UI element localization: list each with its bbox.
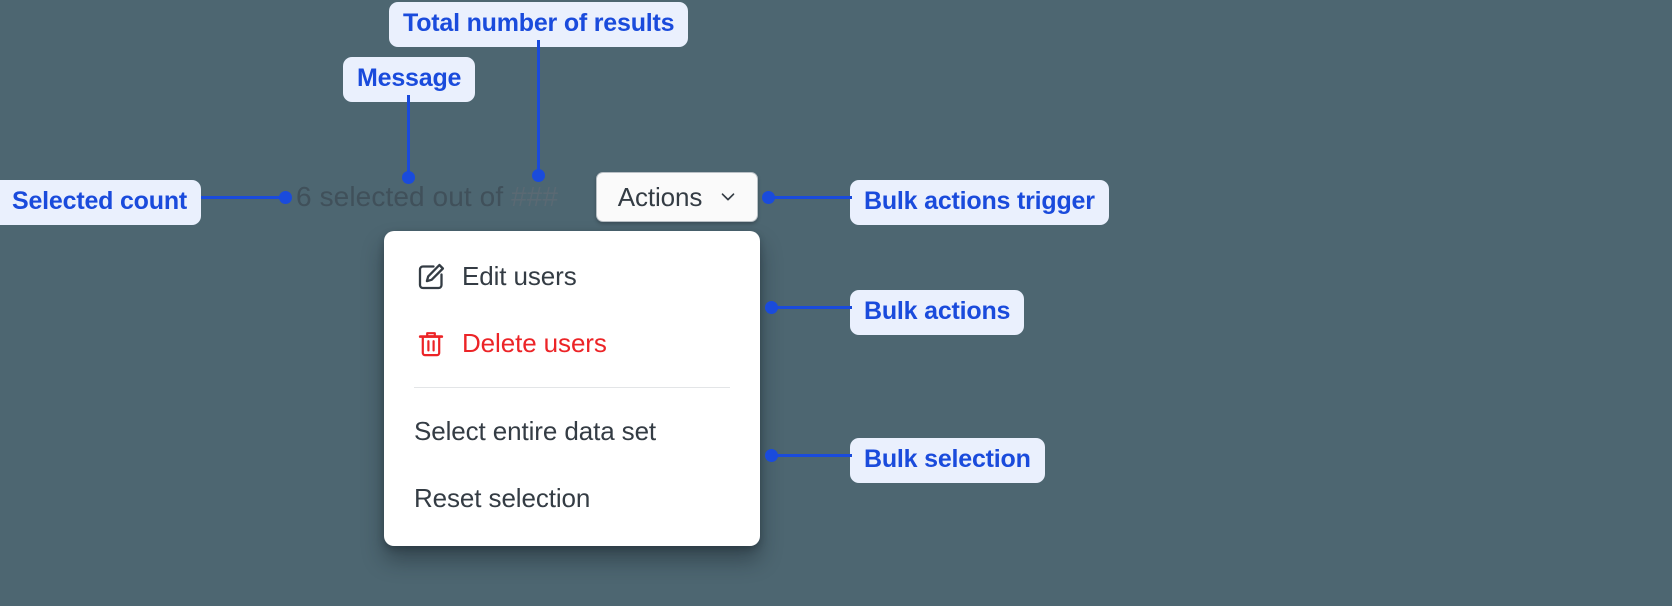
annotation-label-message: Message (343, 57, 476, 102)
menu-item-label: Delete users (462, 328, 607, 358)
menu-item-reset-selection[interactable]: Reset selection (384, 465, 760, 532)
annotation-dot-selected-count (279, 191, 292, 204)
trash-icon (414, 327, 448, 361)
total-results-value: ### (511, 181, 559, 212)
menu-item-label: Reset selection (414, 483, 591, 513)
annotation-label-bulk-selection: Bulk selection (850, 438, 1045, 483)
annotation-connector-total-results (537, 40, 540, 174)
annotation-dot-total-results (532, 169, 545, 182)
annotation-connector-bulk-selection (772, 454, 852, 457)
annotation-connector-selected-count (201, 196, 286, 199)
bulk-actions-menu: Edit users Delete users Select entire da… (384, 231, 760, 546)
bulk-actions-trigger-button[interactable]: Actions (596, 172, 758, 222)
annotation-connector-bulk-actions (772, 306, 852, 309)
menu-item-delete-users[interactable]: Delete users (384, 310, 760, 377)
annotation-label-selected-count: Selected count (0, 180, 202, 225)
annotation-dot-bulk-actions (765, 301, 778, 314)
menu-item-select-entire-data-set[interactable]: Select entire data set (384, 398, 760, 465)
edit-pencil-icon (414, 260, 448, 294)
bulk-actions-trigger-label: Actions (617, 181, 703, 212)
annotation-connector-message (407, 95, 410, 177)
annotation-dot-message (402, 171, 415, 184)
menu-item-label: Select entire data set (414, 416, 657, 446)
menu-separator (414, 387, 730, 388)
annotation-dot-bulk-selection (765, 449, 778, 462)
menu-item-edit-users[interactable]: Edit users (384, 243, 760, 310)
annotation-label-total-results: Total number of results (389, 2, 689, 47)
selected-count-middle-text: selected out of (319, 181, 504, 212)
annotation-label-bulk-actions-trigger: Bulk actions trigger (850, 180, 1109, 225)
annotation-label-bulk-actions: Bulk actions (850, 290, 1025, 335)
menu-item-label: Edit users (462, 261, 577, 291)
selected-count-message: 6 selected out of ### (296, 180, 558, 214)
annotation-connector-bulk-actions-trigger (768, 196, 852, 199)
chevron-down-icon (720, 189, 736, 205)
annotation-dot-bulk-actions-trigger (762, 191, 775, 204)
selected-count-value: 6 (296, 181, 312, 212)
